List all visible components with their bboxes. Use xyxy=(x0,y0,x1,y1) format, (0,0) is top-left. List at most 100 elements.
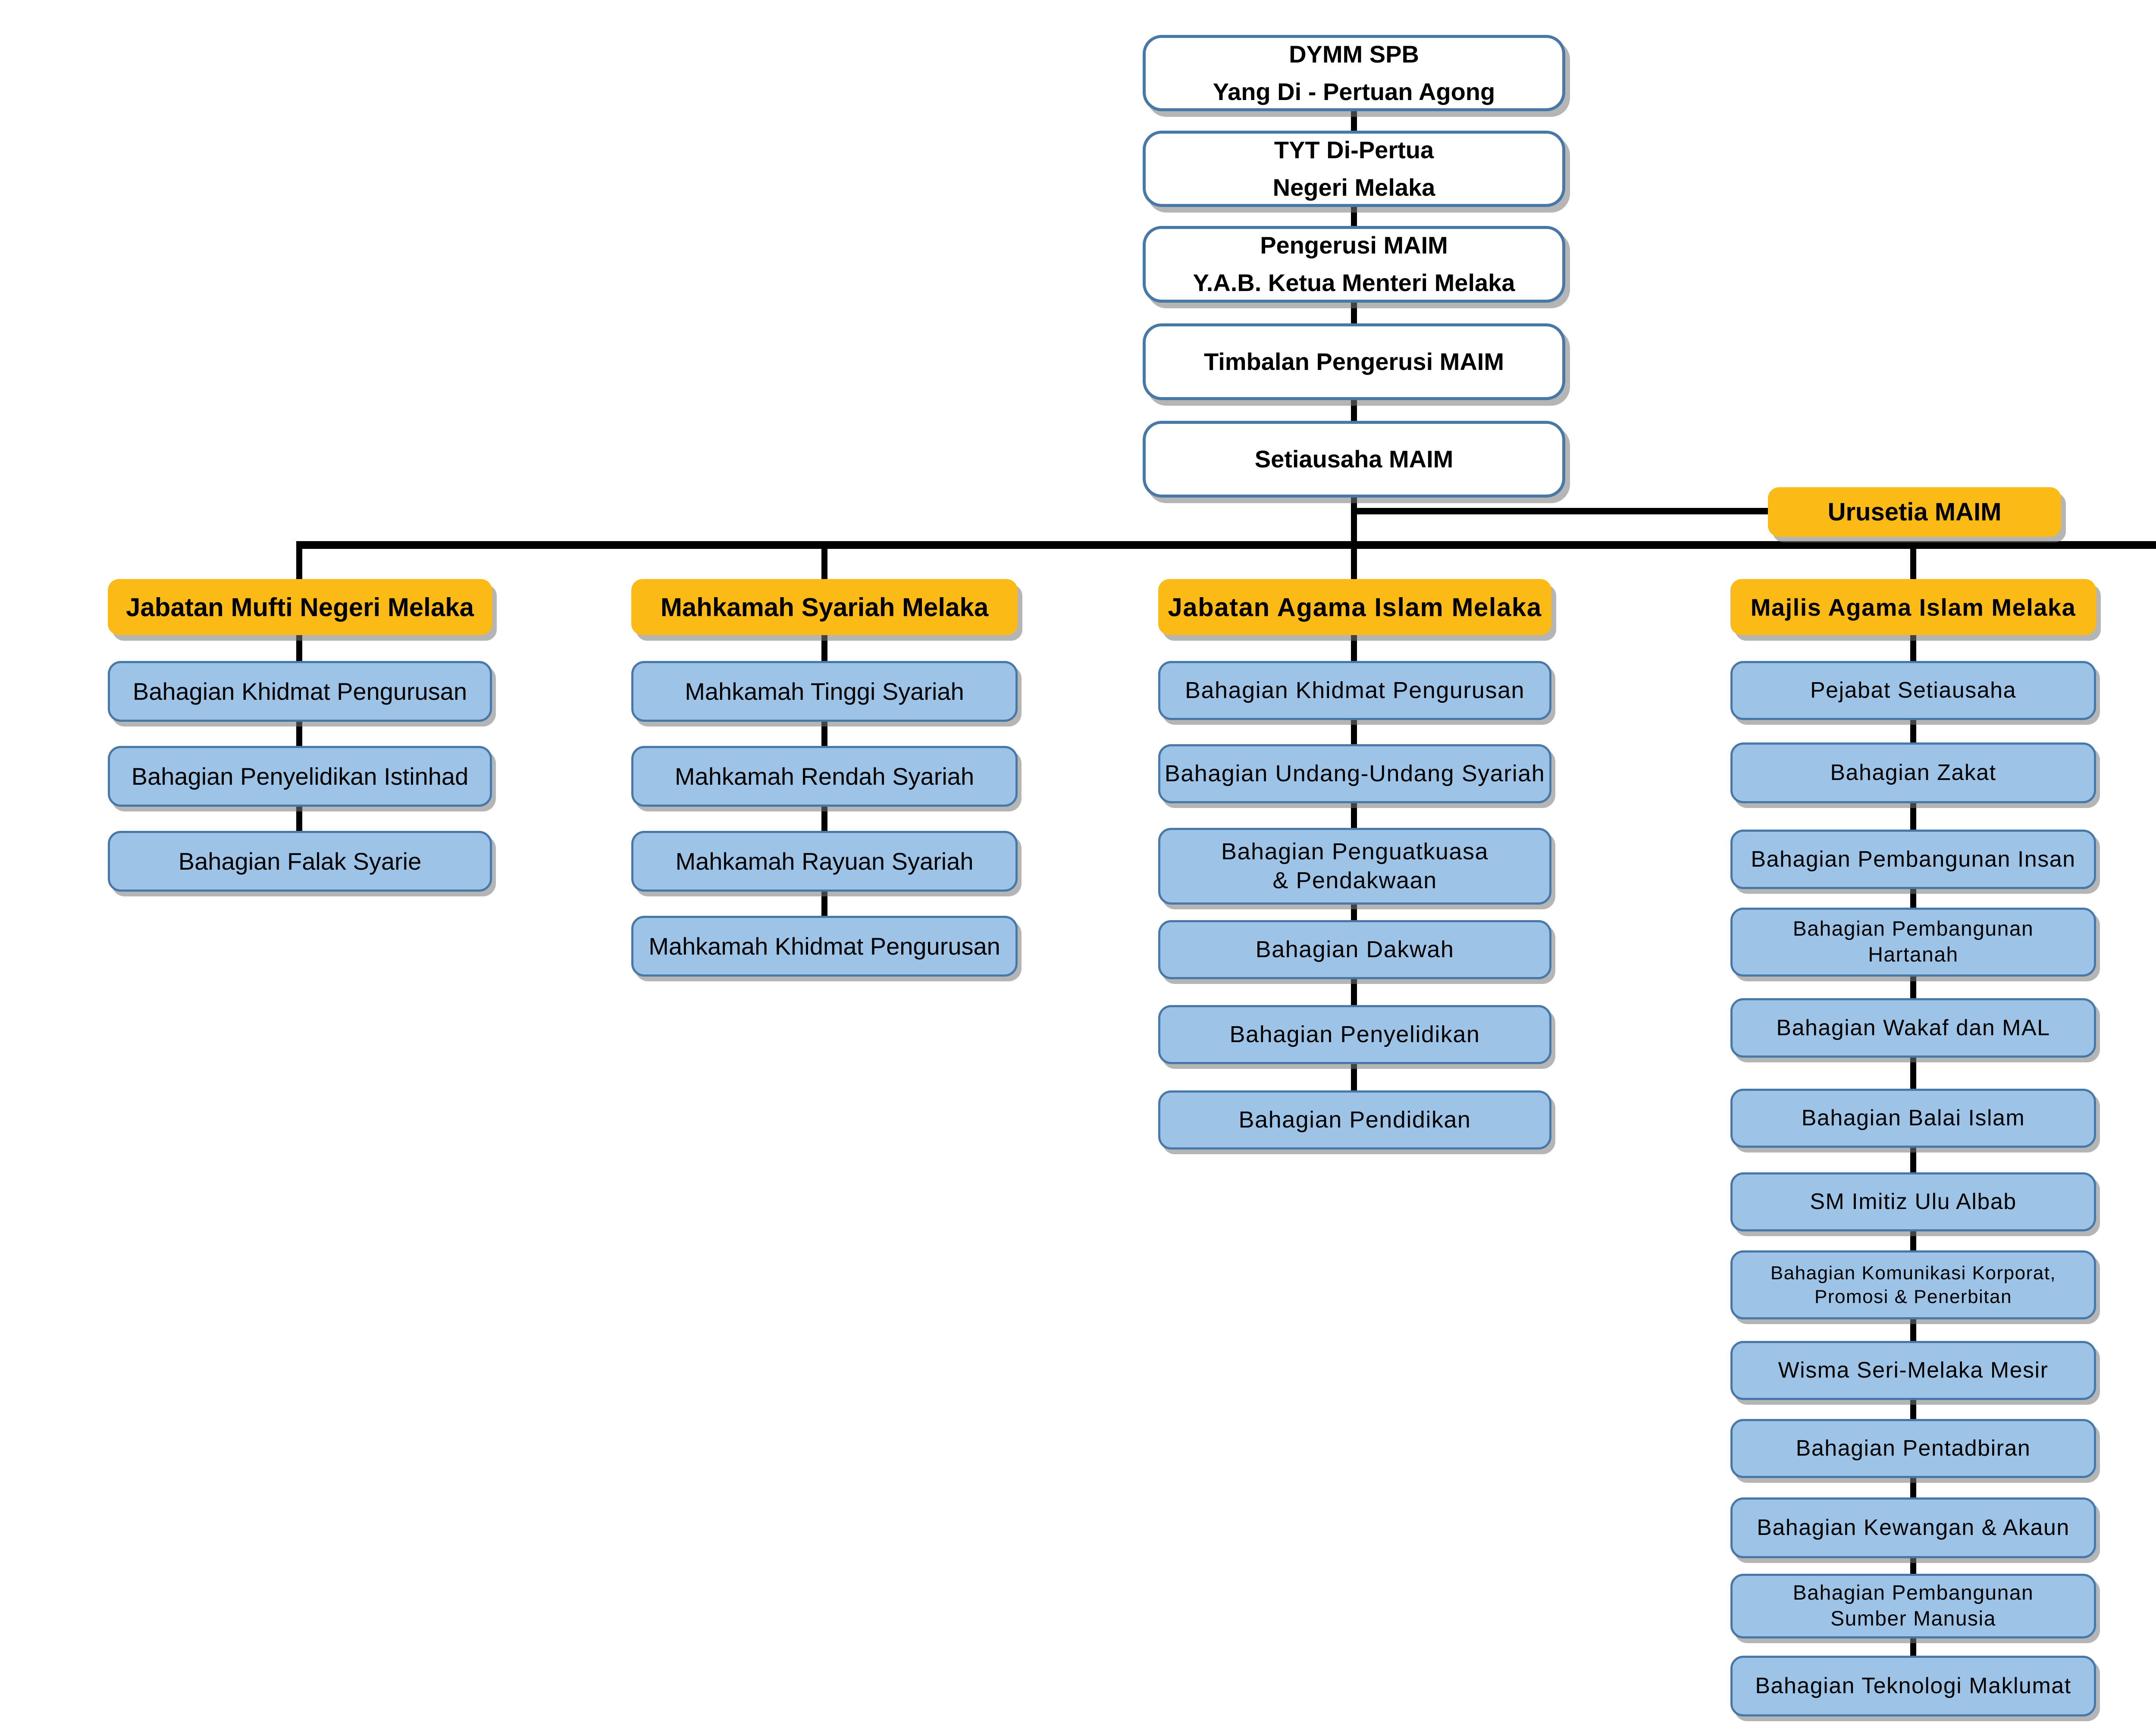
node-label: Bahagian Pendidikan xyxy=(1238,1106,1471,1133)
org-node: Mahkamah Rayuan Syariah xyxy=(631,831,1018,892)
connector-line xyxy=(1910,720,1916,742)
connector-line xyxy=(821,548,827,579)
node-label: Bahagian Balai Islam xyxy=(1801,1106,2025,1131)
connector-line xyxy=(1351,303,1357,323)
org-node: SM Imitiz Ulu Albab xyxy=(1730,1172,2096,1231)
connector-line xyxy=(1351,400,1357,421)
connector-line xyxy=(1910,635,1916,661)
connector-line xyxy=(296,635,302,661)
header-label: Mahkamah Syariah Melaka xyxy=(660,592,989,622)
org-node: Bahagian Pentadbiran xyxy=(1730,1419,2096,1478)
node-label: Bahagian Teknologi Maklumat xyxy=(1755,1673,2071,1698)
node-label: Negeri Melaka xyxy=(1272,173,1435,201)
node-label: Pengerusi MAIM xyxy=(1260,232,1448,259)
node-label: Bahagian Penguatkuasa & Pendakwaan xyxy=(1221,838,1489,894)
org-node: Bahagian Pendidikan xyxy=(1158,1090,1551,1149)
connector-line xyxy=(1351,1064,1357,1090)
header-majlis-agama: Majlis Agama Islam Melaka xyxy=(1730,579,2096,635)
connector-line xyxy=(1351,111,1357,131)
node-label: Bahagian Khidmat Pengurusan xyxy=(132,677,467,705)
node-label: Urusetia MAIM xyxy=(1827,498,2002,526)
node-label: Y.A.B. Ketua Menteri Melaka xyxy=(1193,269,1515,296)
node-label: Bahagian Khidmat Pengurusan xyxy=(1185,677,1525,703)
node-label: SM Imitiz Ulu Albab xyxy=(1810,1189,2017,1214)
node-urusetia-maim: Urusetia MAIM xyxy=(1768,487,2061,537)
node-label: Bahagian Falak Syarie xyxy=(178,847,422,875)
connector-line xyxy=(1910,1400,1916,1419)
node-label: Bahagian Pembangunan Hartanah xyxy=(1792,918,2034,966)
node-tyt-di-pertua: TYT Di-Pertua Negeri Melaka xyxy=(1143,131,1565,207)
connector-line xyxy=(1910,1319,1916,1341)
connector-line xyxy=(1910,1638,1916,1656)
node-label: Mahkamah Rayuan Syariah xyxy=(675,847,974,875)
connector-line xyxy=(821,722,827,746)
node-label: Bahagian Pembangunan Sumber Manusia xyxy=(1792,1582,2034,1630)
node-label: Wisma Seri-Melaka Mesir xyxy=(1778,1358,2049,1383)
org-node: Bahagian Khidmat Pengurusan xyxy=(108,661,492,722)
connector-line xyxy=(1351,979,1357,1005)
connector-line xyxy=(1910,977,1916,998)
connector-line xyxy=(296,807,302,831)
org-node: Mahkamah Tinggi Syariah xyxy=(631,661,1018,722)
node-label: Mahkamah Khidmat Pengurusan xyxy=(649,932,1000,960)
connector-line xyxy=(296,548,302,579)
header-label: Jabatan Agama Islam Melaka xyxy=(1168,592,1542,622)
node-label: Bahagian Dakwah xyxy=(1255,936,1454,962)
connector-line xyxy=(296,541,2156,549)
connector-line xyxy=(1910,1558,1916,1574)
node-label: Yang Di - Pertuan Agong xyxy=(1213,78,1495,105)
connector-line xyxy=(1910,1058,1916,1089)
org-node: Bahagian Falak Syarie xyxy=(108,831,492,892)
node-agong: DYMM SPB Yang Di - Pertuan Agong xyxy=(1143,35,1565,111)
connector-line xyxy=(1354,508,1768,514)
connector-line xyxy=(1910,1148,1916,1172)
org-node: Bahagian Komunikasi Korporat, Promosi & … xyxy=(1730,1250,2096,1319)
org-node: Bahagian Kewangan & Akaun xyxy=(1730,1497,2096,1558)
org-node: Bahagian Penyelidikan Istinhad xyxy=(108,746,492,807)
org-node: Mahkamah Rendah Syariah xyxy=(631,746,1018,807)
org-node: Pejabat Setiausaha xyxy=(1730,661,2096,720)
org-node: Bahagian Dakwah xyxy=(1158,920,1551,979)
connector-line xyxy=(1351,905,1357,920)
org-node: Bahagian Khidmat Pengurusan xyxy=(1158,661,1551,720)
connector-line xyxy=(1351,720,1357,744)
node-label: Pejabat Setiausaha xyxy=(1810,678,2016,703)
header-label: Jabatan Mufti Negeri Melaka xyxy=(126,592,474,622)
connector-line xyxy=(1910,889,1916,908)
connector-line xyxy=(1910,1478,1916,1497)
header-mahkamah-syariah: Mahkamah Syariah Melaka xyxy=(631,579,1018,635)
connector-line xyxy=(821,807,827,831)
node-label: Bahagian Komunikasi Korporat, Promosi & … xyxy=(1770,1262,2056,1307)
org-node: Bahagian Wakaf dan MAL xyxy=(1730,998,2096,1058)
connector-line xyxy=(1351,803,1357,828)
node-label: TYT Di-Pertua xyxy=(1274,136,1434,163)
node-label: Bahagian Kewangan & Akaun xyxy=(1757,1515,2070,1540)
node-pengerusi-maim: Pengerusi MAIM Y.A.B. Ketua Menteri Mela… xyxy=(1143,226,1565,303)
org-node: Bahagian Pembangunan Sumber Manusia xyxy=(1730,1574,2096,1638)
org-node: Bahagian Pembangunan Insan xyxy=(1730,830,2096,889)
header-label: Majlis Agama Islam Melaka xyxy=(1750,593,2076,621)
org-node: Bahagian Pembangunan Hartanah xyxy=(1730,908,2096,977)
node-label: Mahkamah Rendah Syariah xyxy=(674,762,975,790)
node-label: Bahagian Penyelidikan Istinhad xyxy=(131,762,469,790)
org-node: Mahkamah Khidmat Pengurusan xyxy=(631,916,1018,977)
org-node: Bahagian Penguatkuasa & Pendakwaan xyxy=(1158,828,1551,905)
node-label: Bahagian Zakat xyxy=(1830,760,1996,785)
connector-line xyxy=(1351,635,1357,661)
node-label: Bahagian Penyelidikan xyxy=(1229,1021,1480,1047)
header-jabatan-agama: Jabatan Agama Islam Melaka xyxy=(1158,579,1551,635)
node-label: Bahagian Pentadbiran xyxy=(1796,1436,2031,1461)
org-node: Bahagian Zakat xyxy=(1730,742,2096,803)
connector-line xyxy=(1351,207,1357,226)
node-label: Mahkamah Tinggi Syariah xyxy=(685,677,964,705)
node-label: Timbalan Pengerusi MAIM xyxy=(1204,348,1504,375)
header-jabatan-mufti: Jabatan Mufti Negeri Melaka xyxy=(108,579,492,635)
node-timbalan-pengerusi: Timbalan Pengerusi MAIM xyxy=(1143,323,1565,400)
node-setiausaha-maim: Setiausaha MAIM xyxy=(1143,421,1565,498)
connector-line xyxy=(296,722,302,746)
node-label: Bahagian Undang-Undang Syariah xyxy=(1164,760,1545,786)
node-label: Bahagian Wakaf dan MAL xyxy=(1776,1015,2050,1040)
connector-line xyxy=(1910,548,1916,579)
connector-line xyxy=(821,892,827,916)
